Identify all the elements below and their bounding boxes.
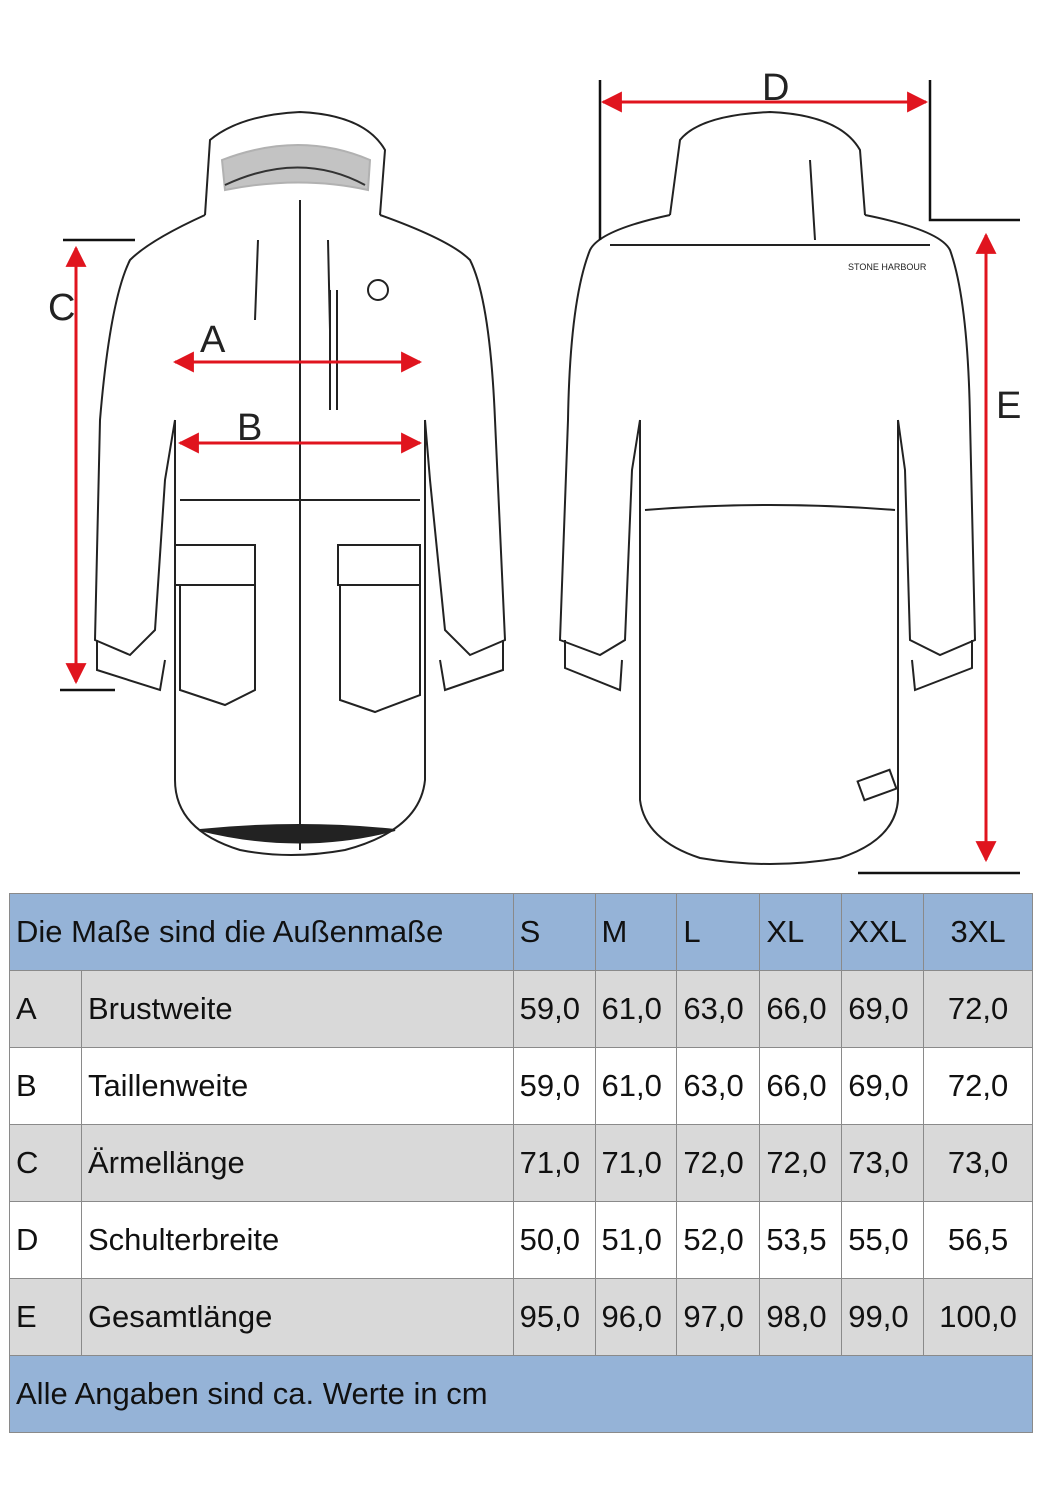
cell: 72,0 <box>759 1124 843 1202</box>
cell: 51,0 <box>594 1201 678 1279</box>
cell: 71,0 <box>594 1124 678 1202</box>
footer-note: Alle Angaben sind ca. Werte in cm <box>9 1355 1033 1433</box>
cell: 52,0 <box>676 1201 761 1279</box>
table-row: E Gesamtlänge 95,0 96,0 97,0 98,0 99,0 1… <box>9 1278 1033 1356</box>
size-table: Die Maße sind die Außenmaße S M L XL XXL… <box>9 893 1033 1433</box>
cell: 56,5 <box>923 1201 1033 1279</box>
label-d: D <box>762 67 789 109</box>
jacket-diagram: STONE HARBOUR A B C D E <box>48 67 1021 875</box>
cell: 66,0 <box>759 970 843 1048</box>
label-a: A <box>200 319 226 361</box>
label-c: C <box>48 287 75 329</box>
cell: 63,0 <box>676 970 761 1048</box>
table-header-row: Die Maße sind die Außenmaße S M L XL XXL… <box>9 893 1033 971</box>
cell: 98,0 <box>759 1278 843 1356</box>
table-row: B Taillenweite 59,0 61,0 63,0 66,0 69,0 … <box>9 1047 1033 1125</box>
size-header: XXL <box>841 893 925 971</box>
cell: 61,0 <box>594 970 678 1048</box>
row-name: Schulterbreite <box>80 1201 514 1279</box>
cell: 69,0 <box>841 970 925 1048</box>
row-key: B <box>9 1047 82 1125</box>
cell: 99,0 <box>841 1278 925 1356</box>
label-e: E <box>996 385 1021 427</box>
front-jacket-outline <box>93 110 507 856</box>
cell: 69,0 <box>841 1047 925 1125</box>
cell: 96,0 <box>594 1278 678 1356</box>
table-row: A Brustweite 59,0 61,0 63,0 66,0 69,0 72… <box>9 970 1033 1048</box>
table-row: D Schulterbreite 50,0 51,0 52,0 53,5 55,… <box>9 1201 1033 1279</box>
size-header: L <box>676 893 761 971</box>
row-name: Brustweite <box>80 970 514 1048</box>
cell: 55,0 <box>841 1201 925 1279</box>
cell: 72,0 <box>923 1047 1033 1125</box>
back-jacket-outline <box>558 110 977 865</box>
row-key: E <box>9 1278 82 1356</box>
row-key: D <box>9 1201 82 1279</box>
cell: 97,0 <box>676 1278 761 1356</box>
label-b: B <box>237 407 262 449</box>
cell: 63,0 <box>676 1047 761 1125</box>
cell: 71,0 <box>512 1124 596 1202</box>
cell: 95,0 <box>512 1278 596 1356</box>
cell: 50,0 <box>512 1201 596 1279</box>
cell: 72,0 <box>923 970 1033 1048</box>
table-row: C Ärmellänge 71,0 71,0 72,0 72,0 73,0 73… <box>9 1124 1033 1202</box>
cell: 59,0 <box>512 1047 596 1125</box>
cell: 73,0 <box>923 1124 1033 1202</box>
size-header: S <box>512 893 596 971</box>
measurement-guides <box>60 80 1020 875</box>
size-header: 3XL <box>923 893 1033 971</box>
size-header: M <box>594 893 678 971</box>
row-key: A <box>9 970 82 1048</box>
cell: 61,0 <box>594 1047 678 1125</box>
cell: 66,0 <box>759 1047 843 1125</box>
back-logo: STONE HARBOUR <box>848 262 927 272</box>
cell: 73,0 <box>841 1124 925 1202</box>
row-name: Taillenweite <box>80 1047 514 1125</box>
cell: 59,0 <box>512 970 596 1048</box>
cell: 53,5 <box>759 1201 843 1279</box>
header-title: Die Maße sind die Außenmaße <box>9 893 514 971</box>
cell: 100,0 <box>923 1278 1033 1356</box>
table-footer-row: Alle Angaben sind ca. Werte in cm <box>9 1355 1033 1433</box>
row-key: C <box>9 1124 82 1202</box>
measurement-arrows <box>65 91 997 863</box>
row-name: Gesamtlänge <box>80 1278 514 1356</box>
size-header: XL <box>759 893 843 971</box>
cell: 72,0 <box>676 1124 761 1202</box>
row-name: Ärmellänge <box>80 1124 514 1202</box>
